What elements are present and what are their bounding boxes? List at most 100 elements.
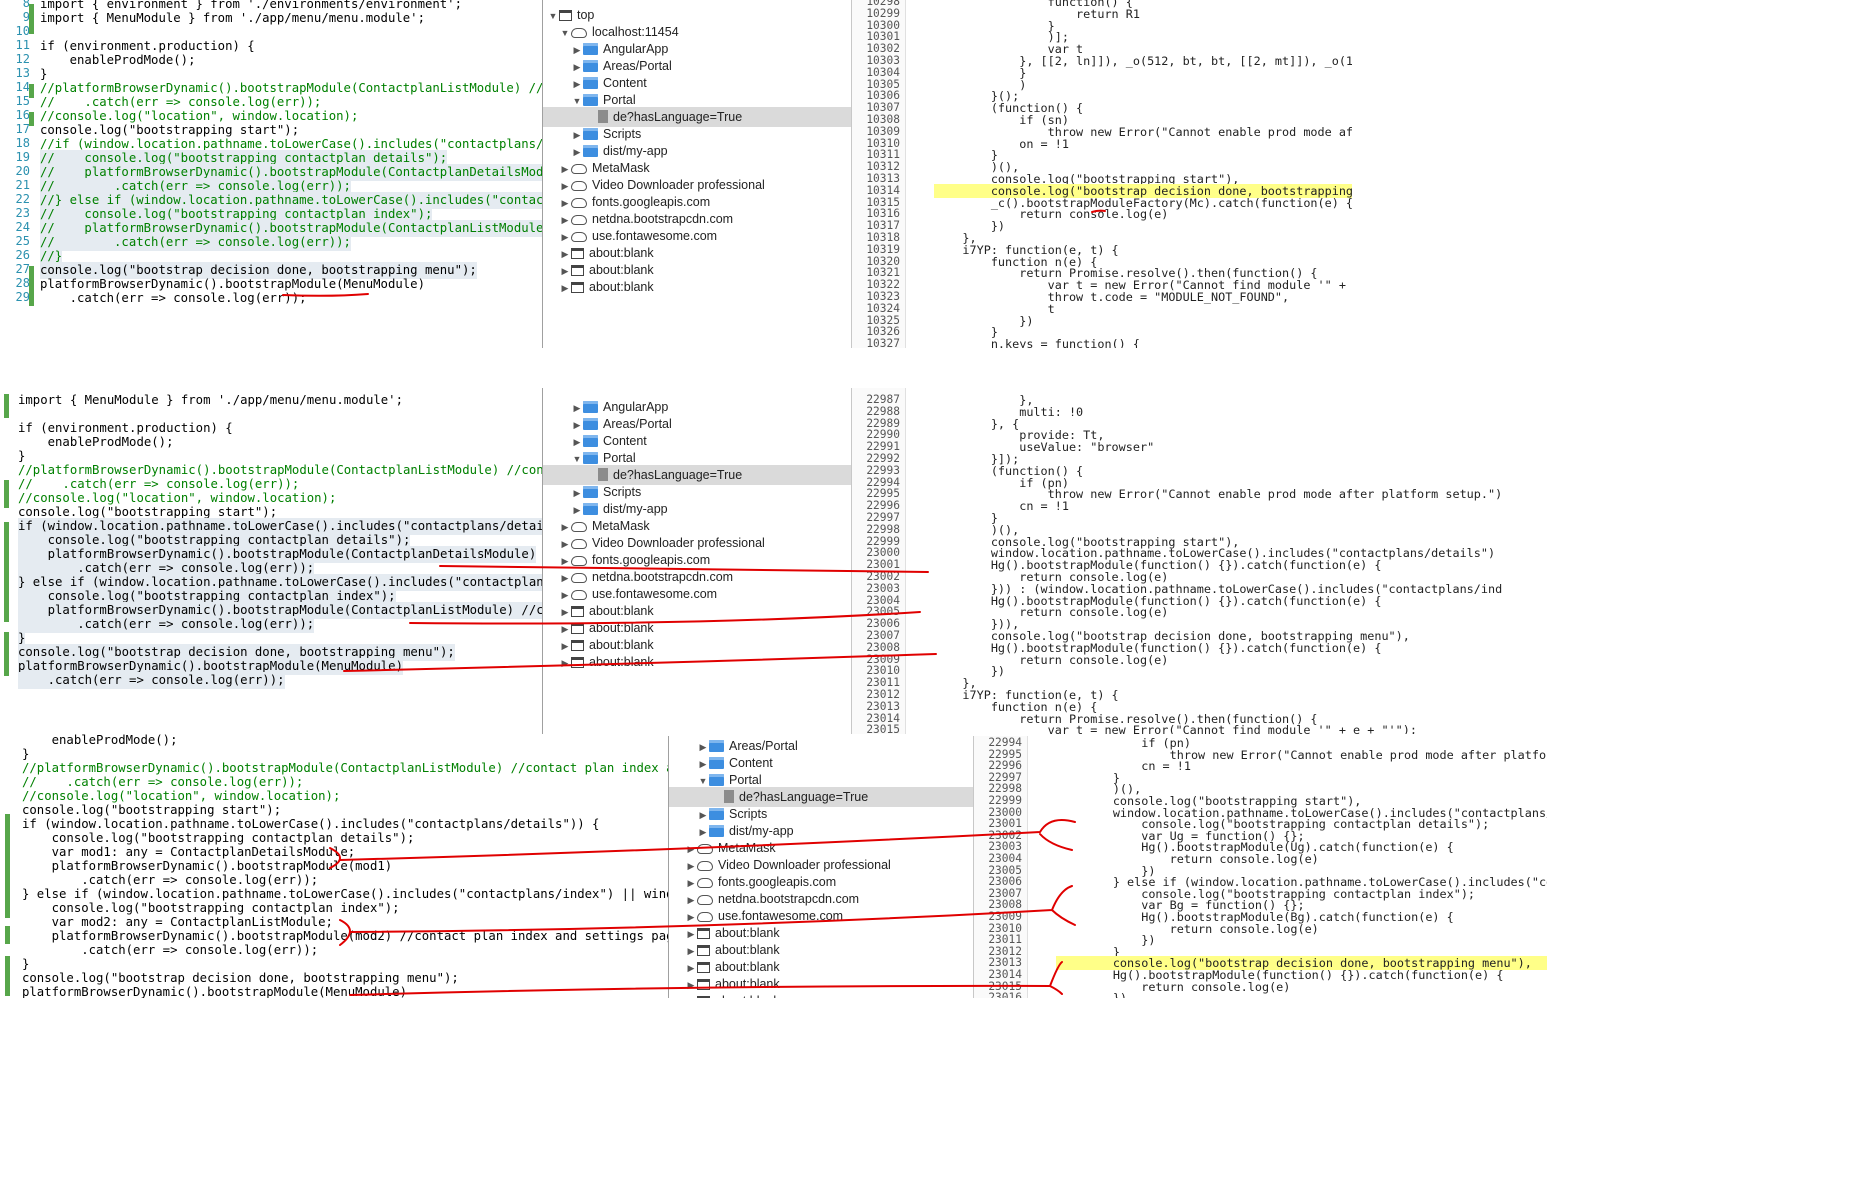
compiled-line[interactable]: })) : (window.location.pathname.toLowerC… <box>934 581 1503 596</box>
compiled-line[interactable]: var Ug = function() {}; <box>1056 828 1305 843</box>
compiled-line[interactable]: } <box>934 511 998 525</box>
compiled-line[interactable]: var t <box>934 42 1084 57</box>
compiled-line[interactable]: multi: !0 <box>934 404 1084 419</box>
compiled-line[interactable]: }, <box>934 393 1034 407</box>
compiled-line[interactable]: })), <box>934 617 1020 632</box>
tree-item[interactable]: ▶Video Downloader professional <box>543 175 851 195</box>
compiled-line[interactable]: } <box>1056 770 1120 785</box>
source-line[interactable]: console.log("bootstrapping start"); <box>18 505 278 519</box>
compiled-line[interactable]: return console.log(e) <box>1056 852 1319 866</box>
expand-right-icon[interactable]: ▶ <box>561 198 569 208</box>
tree-item[interactable]: ▶Content <box>543 431 851 451</box>
expand-right-icon[interactable]: ▶ <box>561 658 569 668</box>
source-line[interactable]: platformBrowserDynamic().bootstrapModule… <box>18 546 537 563</box>
tree-item[interactable]: ▶dist/my-app <box>543 499 851 519</box>
compiled-line[interactable]: console.log("bootstrapping start"), <box>934 172 1240 186</box>
tree-item[interactable]: de?hasLanguage=True <box>543 107 851 127</box>
tree-item[interactable]: ▶about:blank <box>543 260 851 280</box>
compiled-line[interactable]: var Bg = function() {}; <box>1056 898 1305 913</box>
tree-item[interactable]: ▶about:blank <box>669 940 973 960</box>
source-line[interactable]: //} <box>40 248 63 265</box>
compiled-line[interactable]: on = !1 <box>934 136 1069 151</box>
source-line[interactable]: import { MenuModule } from './app/menu/m… <box>18 393 403 407</box>
expand-down-icon[interactable]: ▼ <box>572 96 582 106</box>
expand-right-icon[interactable]: ▶ <box>699 759 707 769</box>
expand-right-icon[interactable]: ▶ <box>573 488 581 498</box>
source-line[interactable]: if (window.location.pathname.toLowerCase… <box>18 518 542 535</box>
source-line[interactable]: console.log("bootstrapping start"); <box>22 803 282 817</box>
tree-item[interactable]: ▶AngularApp <box>543 39 851 59</box>
source-line[interactable]: import { environment } from './environme… <box>40 0 462 11</box>
compiled-line[interactable]: }) <box>934 313 1034 328</box>
compiled-line[interactable]: return Promise.resolve().then(function()… <box>934 711 1318 726</box>
source-line[interactable]: //} else if (window.location.pathname.to… <box>40 192 542 209</box>
compiled-line[interactable]: }, { <box>934 416 1020 431</box>
compiled-line[interactable]: return console.log(e) <box>934 570 1169 584</box>
compiled-line[interactable]: cn = !1 <box>1056 759 1191 774</box>
compiled-line[interactable]: )(), <box>934 522 1020 537</box>
compiled-line[interactable]: }) <box>1056 933 1156 948</box>
source-line[interactable]: .catch(err => console.log(err)); <box>18 672 285 689</box>
source-line[interactable]: platformBrowserDynamic().bootstrapModule… <box>22 985 407 998</box>
expand-right-icon[interactable]: ▶ <box>573 79 581 89</box>
compiled-line[interactable]: }) <box>1056 991 1127 998</box>
compiled-line[interactable]: } else if (window.location.pathname.toLo… <box>1112 875 1547 890</box>
tree-item[interactable]: ▶netdna.bootstrapcdn.com <box>543 567 851 587</box>
compiled-line[interactable]: }(); <box>934 89 1020 104</box>
compiled-line[interactable]: if (pn) <box>934 475 1069 490</box>
sources-tree-1[interactable]: ▼top▼localhost:11454▶AngularApp▶Areas/Po… <box>542 0 852 348</box>
expand-right-icon[interactable]: ▶ <box>561 181 569 191</box>
compiled-line[interactable]: function n(e) { <box>934 254 1098 269</box>
source-line[interactable]: } <box>22 747 30 761</box>
compiled-line[interactable]: return R1 <box>934 6 1140 21</box>
compiled-line[interactable]: ) <box>934 77 1027 92</box>
compiled-line[interactable]: } <box>934 18 1055 33</box>
expand-down-icon[interactable]: ▼ <box>548 11 558 21</box>
tree-item[interactable]: ▶Content <box>669 753 973 773</box>
compiled-line[interactable]: Hg().bootstrapModule(Ug).catch(function(… <box>1056 840 1454 855</box>
tree-item[interactable]: ▶AngularApp <box>543 397 851 417</box>
source-line[interactable]: .catch(err => console.log(err)); <box>18 616 315 633</box>
compiled-line[interactable]: }) <box>934 664 1006 679</box>
compiled-line[interactable]: var t = new Error("Cannot find module '"… <box>934 723 1417 734</box>
tree-item[interactable]: ▶about:blank <box>543 635 851 655</box>
source-line[interactable]: enableProdMode(); <box>18 435 174 449</box>
tree-item[interactable]: ▶about:blank <box>543 652 851 672</box>
source-line[interactable]: } <box>18 449 26 463</box>
compiled-line-breakpoint[interactable]: console.log("bootstrap decision done, bo… <box>1056 956 1547 971</box>
compiled-line[interactable]: throw t.code = "MODULE_NOT_FOUND", <box>934 290 1290 304</box>
expand-right-icon[interactable]: ▶ <box>685 992 697 998</box>
compiled-line[interactable]: provide: Tt, <box>934 428 1105 443</box>
source-line[interactable]: platformBrowserDynamic().bootstrapModule… <box>22 859 393 873</box>
compiled-line[interactable]: } <box>934 325 998 340</box>
compiled-line[interactable]: }) <box>1056 863 1156 878</box>
compiled-line[interactable]: _c().bootstrapModuleFactory(Mc).catch(fu… <box>934 195 1352 210</box>
source-line[interactable]: } else if (window.location.pathname.toLo… <box>18 574 542 591</box>
tree-item[interactable]: ▶about:blank <box>543 277 851 297</box>
sources-tree-2[interactable]: ▶AngularApp▶Areas/Portal▶Content▼Portal … <box>542 388 852 734</box>
source-line[interactable]: // .catch(err => console.log(err)); <box>40 234 351 251</box>
tree-item[interactable]: ▶MetaMask <box>543 158 851 178</box>
source-line[interactable]: //platformBrowserDynamic().bootstrapModu… <box>40 81 542 95</box>
source-line[interactable]: // platformBrowserDynamic().bootstrapMod… <box>40 220 542 237</box>
expand-right-icon[interactable]: ▶ <box>573 147 581 157</box>
source-line[interactable]: console.log("bootstrapping start"); <box>40 123 300 137</box>
source-line[interactable]: console.log("bootstrapping contactplan d… <box>18 532 411 549</box>
expand-right-icon[interactable]: ▶ <box>699 810 707 820</box>
tree-item[interactable]: ▶MetaMask <box>543 516 851 536</box>
compiled-line[interactable]: } <box>1056 944 1120 959</box>
compiled-line[interactable]: }]); <box>934 452 1020 466</box>
source-line[interactable]: // .catch(err => console.log(err)); <box>22 775 304 789</box>
tree-item[interactable]: ▼Portal <box>543 90 851 110</box>
tree-item[interactable]: de?hasLanguage=True <box>669 787 973 807</box>
expand-right-icon[interactable]: ▶ <box>573 45 581 55</box>
tree-item[interactable]: ▼top <box>543 5 851 25</box>
source-line[interactable]: //console.log("location", window.locatio… <box>22 789 341 803</box>
source-line[interactable]: // .catch(err => console.log(err)); <box>40 95 322 109</box>
tree-item[interactable]: ▶Areas/Portal <box>543 56 851 76</box>
compiled-line[interactable]: }) <box>934 219 1006 234</box>
expand-right-icon[interactable]: ▶ <box>561 624 569 634</box>
tree-item[interactable]: ▶Scripts <box>543 124 851 144</box>
tree-item[interactable]: ▼localhost:11454 <box>543 22 851 42</box>
